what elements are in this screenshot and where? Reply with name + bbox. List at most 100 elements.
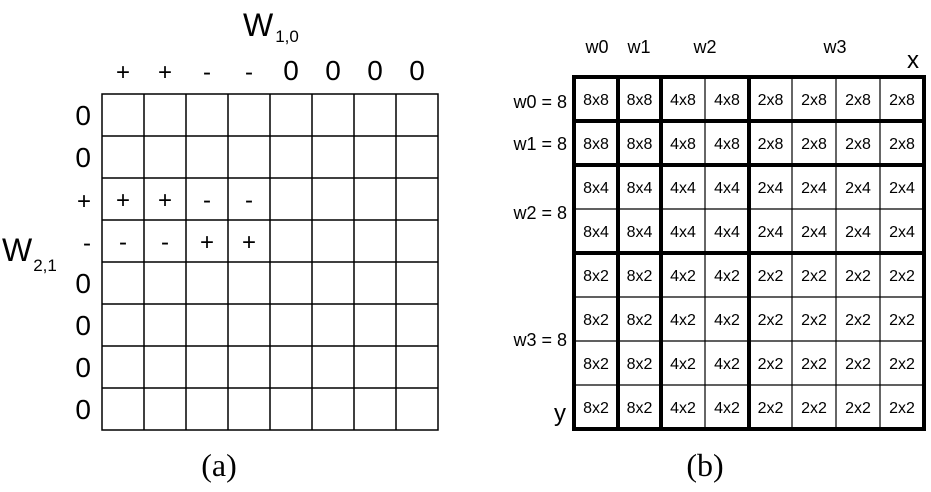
- panel-a-row-sign: 0: [75, 310, 91, 341]
- panel-b-cell-label: 2x2: [889, 356, 915, 373]
- panel-b-col-label-w0: w0: [584, 37, 608, 57]
- panel-a-cell-value: -: [161, 229, 169, 256]
- panel-a-row-sign: 0: [75, 352, 91, 383]
- panel-b-cell-label: 8x8: [583, 92, 609, 109]
- panel-b-row-label-w0: w0 = 8: [512, 92, 567, 112]
- panel-a-cell-value: +: [200, 229, 214, 256]
- panel-b-cell-label: 2x8: [758, 92, 784, 109]
- panel-b-cell-label: 2x2: [758, 268, 784, 285]
- panel-b-cell-label: 4x4: [670, 224, 696, 241]
- panel-a-column-sign: 0: [283, 55, 299, 86]
- panel-b-cell-label: 2x2: [889, 400, 915, 417]
- panel-b-cell-label: 2x4: [845, 180, 871, 197]
- panel-b-x-label: x: [907, 47, 919, 74]
- panel-b-cell-label: 2x8: [845, 92, 871, 109]
- panel-b-cell-label: 2x2: [845, 268, 871, 285]
- panel-b-col-label-w2: w2: [692, 37, 716, 57]
- panel-b-cell-label: 2x4: [758, 224, 784, 241]
- panel-b-row-label-w3: w3 = 8: [512, 330, 567, 350]
- panel-b-cell-label: 4x8: [670, 136, 696, 153]
- panel-b-caption: (b): [686, 447, 723, 483]
- panel-b-cell-label: 2x8: [889, 136, 915, 153]
- panel-a-column-sign: -: [203, 59, 211, 86]
- panel-b-cell-label: 2x2: [845, 400, 871, 417]
- panel-b-cell-label: 2x2: [889, 268, 915, 285]
- panel-b-cell-label: 4x2: [714, 356, 740, 373]
- panel-b-cell-label: 2x4: [801, 180, 827, 197]
- panel-b-cell-label: 8x2: [627, 356, 653, 373]
- panel-b-row-label-w2: w2 = 8: [512, 203, 567, 223]
- panel-b-cell-label: 4x2: [714, 400, 740, 417]
- panel-b-thick-grid: [572, 75, 926, 431]
- panel-b-cell-label: 8x4: [583, 180, 609, 197]
- panel-b-cell-label: 2x2: [801, 400, 827, 417]
- panel-b-cell-label: 8x8: [627, 92, 653, 109]
- panel-a-cells: ++----++: [116, 187, 256, 256]
- panel-b-cell-label: 4x8: [714, 136, 740, 153]
- panel-b-cell-label: 4x8: [670, 92, 696, 109]
- panel-b-cell-label: 2x4: [758, 180, 784, 197]
- panel-b-cell-label: 2x8: [889, 92, 915, 109]
- panel-b-cell-label: 2x4: [845, 224, 871, 241]
- panel-b-row-label-w1: w1 = 8: [512, 134, 567, 154]
- panel-b-cell-label: 2x2: [845, 356, 871, 373]
- panel-b-cell-label: 8x2: [627, 400, 653, 417]
- panel-b-cell-label: 8x2: [583, 400, 609, 417]
- panel-b-cell-label: 2x4: [889, 180, 915, 197]
- panel-a-cell-value: -: [245, 187, 253, 214]
- panel-a-caption: (a): [201, 447, 237, 483]
- panel-a-column-sign: +: [158, 59, 172, 86]
- panel-b-cell-label: 8x4: [583, 224, 609, 241]
- panel-b-cell-label: 8x2: [627, 268, 653, 285]
- panel-b-col-label-w3: w3: [822, 37, 846, 57]
- panel-a-column-sign: 0: [409, 55, 425, 86]
- panel-a-column-sign: -: [245, 59, 253, 86]
- panel-b-y-label: y: [554, 400, 566, 427]
- panel-b-cell-label: 8x2: [583, 356, 609, 373]
- panel-b-cell-label: 4x2: [670, 268, 696, 285]
- panel-b: w0 w1 w2 w3 x w0 = 8 w1 = 8 w2 = 8 w3 = …: [512, 37, 926, 483]
- panel-a-column-sign: 0: [325, 55, 341, 86]
- panel-a-row-sign: -: [83, 230, 91, 257]
- panel-b-cell-label: 2x4: [889, 224, 915, 241]
- panel-a-cell-value: -: [119, 229, 127, 256]
- panel-b-cell-label: 2x8: [801, 136, 827, 153]
- panel-a-cell-value: +: [242, 229, 256, 256]
- panel-b-cell-label: 8x4: [627, 180, 653, 197]
- panel-a-cell-value: +: [116, 187, 130, 214]
- panel-b-cell-label: 8x2: [583, 312, 609, 329]
- panel-b-cell-label: 2x2: [801, 312, 827, 329]
- panel-b-col-label-w1: w1: [626, 37, 650, 57]
- panel-b-cell-label: 4x4: [714, 180, 740, 197]
- panel-a-row-sign: 0: [75, 100, 91, 131]
- panel-b-cell-label: 2x2: [758, 400, 784, 417]
- panel-b-cell-label: 2x2: [801, 268, 827, 285]
- panel-b-cell-label: 8x8: [583, 136, 609, 153]
- panel-a-row-sign: 0: [75, 142, 91, 173]
- panel-a-column-sign: 0: [367, 55, 383, 86]
- panel-b-cell-label: 2x4: [801, 224, 827, 241]
- panel-b-cell-label: 2x8: [758, 136, 784, 153]
- panel-a-column-sign: +: [116, 59, 130, 86]
- panel-b-cell-label: 8x4: [627, 224, 653, 241]
- panel-b-cell-label: 2x2: [758, 312, 784, 329]
- panel-a-grid: [101, 93, 439, 431]
- panel-b-cell-label: 8x2: [583, 268, 609, 285]
- panel-a-row-sign: 0: [75, 268, 91, 299]
- panel-b-cell-label: 2x2: [889, 312, 915, 329]
- panel-b-cell-label: 2x2: [758, 356, 784, 373]
- panel-b-cell-label: 2x2: [845, 312, 871, 329]
- panel-b-cell-label: 4x2: [670, 312, 696, 329]
- panel-b-cell-label: 4x2: [670, 400, 696, 417]
- panel-a-left-label: W2,1: [2, 232, 57, 275]
- panel-a-row-sign: +: [77, 188, 91, 215]
- panel-b-cell-label: 4x4: [670, 180, 696, 197]
- panel-b-cell-label: 2x8: [845, 136, 871, 153]
- panel-b-cell-label: 4x2: [714, 312, 740, 329]
- panel-b-cell-label: 8x8: [627, 136, 653, 153]
